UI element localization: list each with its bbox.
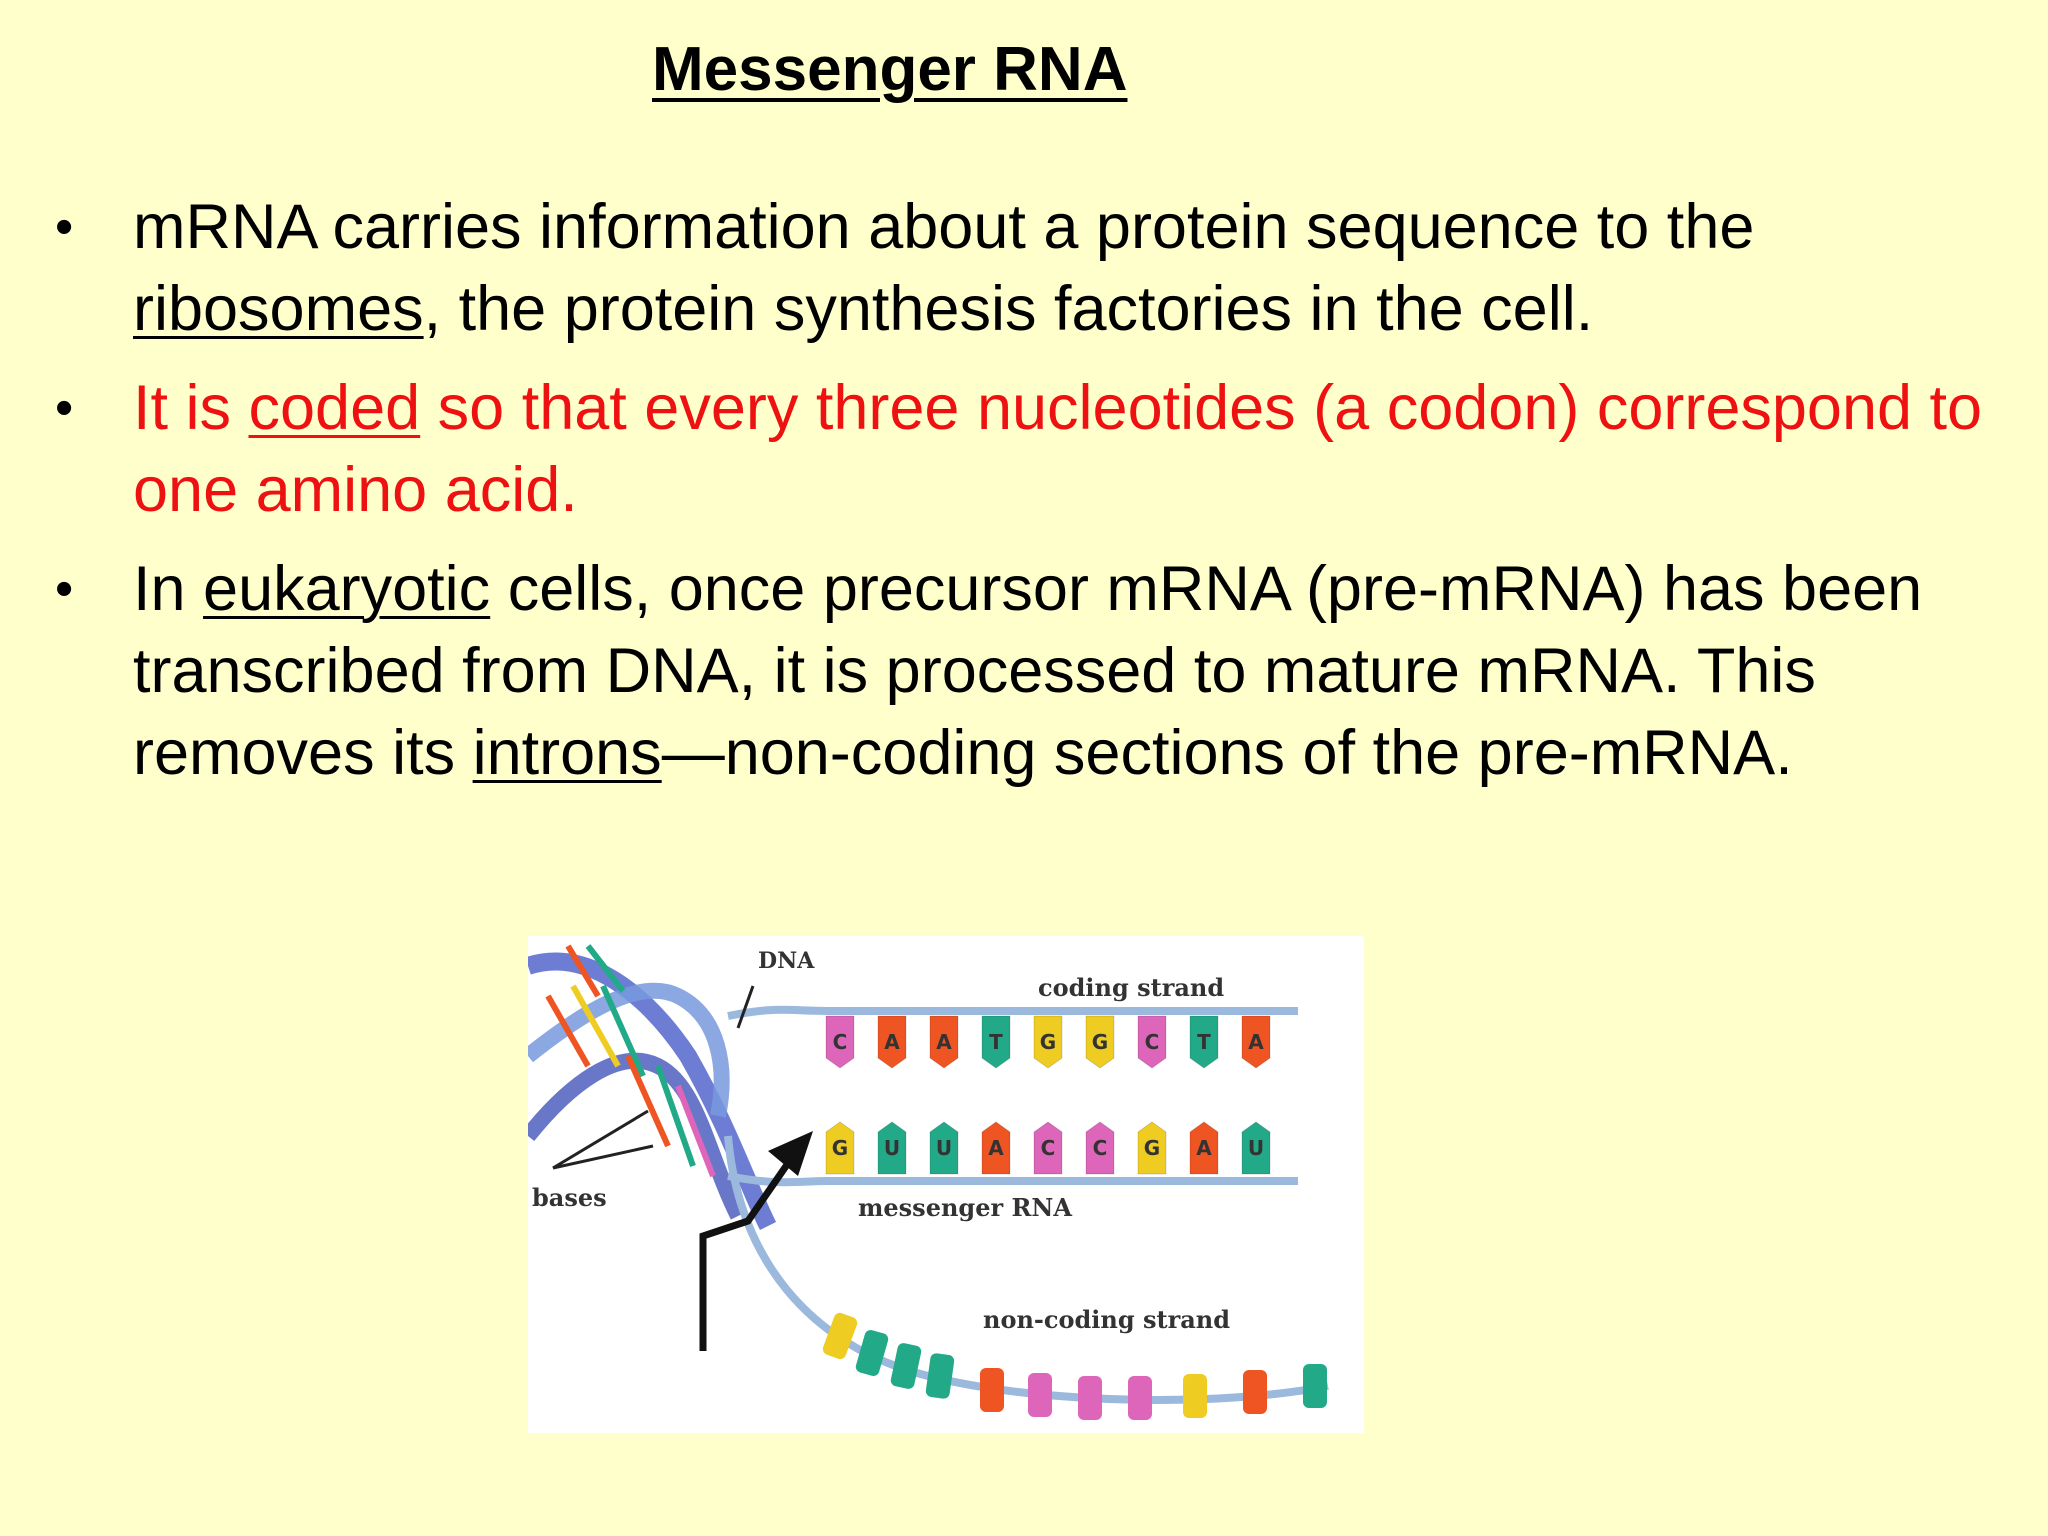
mrna-base-block (929, 1121, 959, 1175)
label-coding-strand: coding strand (1038, 973, 1224, 1002)
label-dna: DNA (758, 948, 815, 974)
coding-base-block (877, 1015, 907, 1069)
bullet-marker: • (55, 560, 74, 618)
coding-base-block (1241, 1015, 1271, 1069)
link-introns[interactable]: introns (472, 718, 662, 788)
non-coding-base-block (1078, 1376, 1102, 1420)
mrna-base-block (1137, 1121, 1167, 1175)
mrna-base-block (1241, 1121, 1271, 1175)
dna-transcription-figure: C A A T G G C T A G U U A C C G A U DNA coding strand me… (528, 936, 1364, 1433)
mrna-base-letter: U (936, 1136, 952, 1160)
non-coding-base-block (925, 1353, 955, 1399)
coding-base-letter: G (1040, 1030, 1056, 1054)
mrna-base-letter: C (1041, 1136, 1056, 1160)
mrna-base-letter: G (832, 1136, 848, 1160)
coding-base-letter: G (1092, 1030, 1108, 1054)
coding-base-letter: C (833, 1030, 848, 1054)
bullet-item-3: • In eukaryotic cells, once precursor mR… (55, 548, 2015, 794)
bullet-item-2: • It is coded so that every three nucleo… (55, 367, 2015, 531)
bullet-marker: • (55, 379, 74, 437)
mrna-base-letter: G (1144, 1136, 1160, 1160)
link-eukaryotic[interactable]: eukaryotic (203, 554, 491, 624)
link-coded[interactable]: coded (248, 373, 421, 443)
non-coding-strand-backbone (724, 1135, 1329, 1404)
coding-base-block (1189, 1015, 1219, 1069)
coding-base-block (1033, 1015, 1063, 1069)
coding-base-block (929, 1015, 959, 1069)
bullet-text: , the protein synthesis factories in the… (423, 274, 1594, 344)
coding-base-block (1085, 1015, 1115, 1069)
label-messenger-rna: messenger RNA (858, 1193, 1072, 1222)
coding-base-block (981, 1015, 1011, 1069)
arrow-head-icon (768, 1131, 813, 1176)
slide-title: Messenger RNA (652, 35, 1128, 104)
coding-base-block (825, 1015, 855, 1069)
coding-base-letter: A (1248, 1030, 1264, 1054)
bullet-list: • mRNA carries information about a prote… (55, 186, 2015, 811)
mrna-base-letter: U (884, 1136, 900, 1160)
bases-pointer-line (552, 1109, 649, 1170)
mrna-base-block (981, 1121, 1011, 1175)
bullet-text: cells, once precursor mRNA (pre-mRNA) ha… (133, 554, 1923, 788)
bullet-item-1: • mRNA carries information about a prote… (55, 186, 2015, 350)
bullet-text: mRNA carries information about a protein… (133, 192, 1755, 262)
bases-pointer-line (552, 1144, 654, 1170)
coding-base-letter: C (1145, 1030, 1160, 1054)
mrna-base-block (1085, 1121, 1115, 1175)
non-coding-base-block (822, 1312, 858, 1360)
label-bases: bases (532, 1183, 607, 1212)
non-coding-strand-bases (822, 1312, 1327, 1420)
transcription-arrow (699, 1154, 796, 1351)
link-ribosomes[interactable]: ribosomes (133, 274, 424, 344)
mrna-base-block (825, 1121, 855, 1175)
dna-transcription-diagram: C A A T G G C T A G U U A C C G A U DNA coding strand me… (528, 944, 1329, 1420)
bullet-text: It is (133, 373, 249, 443)
bullet-marker: • (55, 198, 74, 256)
non-coding-base-block (1128, 1376, 1152, 1420)
mrna-base-block (1033, 1121, 1063, 1175)
coding-base-letter: T (1197, 1030, 1211, 1054)
mrna-base-letter: A (1196, 1136, 1212, 1160)
mrna-backbone (727, 1172, 1298, 1187)
non-coding-base-block (1243, 1370, 1267, 1414)
non-coding-base-block (855, 1329, 889, 1377)
mrna-base-letter: A (988, 1136, 1004, 1160)
mrna-base-block (1189, 1121, 1219, 1175)
mrna-base-block (877, 1121, 907, 1175)
coding-base-letter: A (936, 1030, 952, 1054)
non-coding-base-block (1183, 1374, 1207, 1418)
non-coding-base-block (980, 1368, 1004, 1412)
non-coding-base-block (890, 1343, 922, 1389)
coding-base-block (1137, 1015, 1167, 1069)
coding-base-letter: A (884, 1030, 900, 1054)
mrna-base-letter: U (1248, 1136, 1264, 1160)
coding-strand-backbone (727, 1005, 1298, 1020)
bullet-text: —non-coding sections of the pre-mRNA. (661, 718, 1793, 788)
bullet-text: In (133, 554, 204, 624)
dna-pointer-line (736, 985, 755, 1029)
non-coding-base-block (1028, 1373, 1052, 1417)
coding-base-letter: T (989, 1030, 1003, 1054)
bullet-text: so that every three nucleotides (a codon… (133, 373, 1983, 525)
mrna-base-letter: C (1093, 1136, 1108, 1160)
label-non-coding-strand: non-coding strand (983, 1305, 1230, 1334)
non-coding-base-block (1303, 1364, 1327, 1408)
